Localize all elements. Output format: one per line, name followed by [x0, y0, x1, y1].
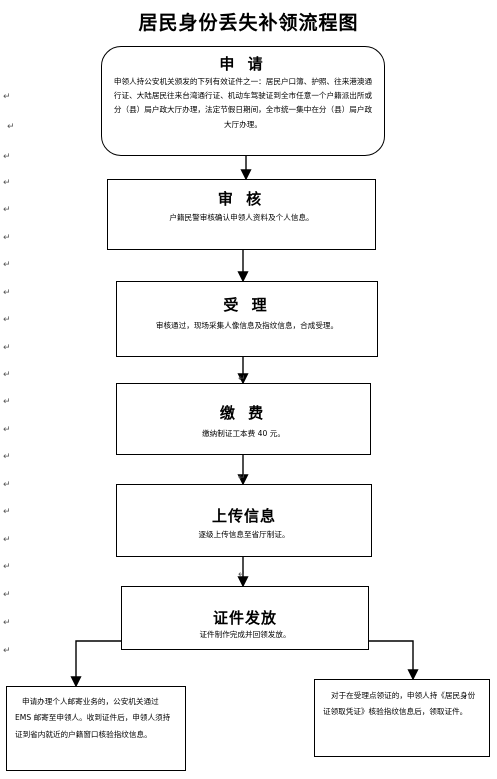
paragraph-mark: ↵ — [238, 473, 246, 483]
step-fee-heading: 缴 费 — [219, 404, 268, 422]
step-apply-heading: 申 请 — [219, 55, 267, 73]
arrow-issue-to-pickup — [369, 640, 419, 681]
step-issue-text: 证件制作完成并回领发放。 — [199, 630, 291, 639]
outcome-mail-box: 申请办理个人邮寄业务的，公安机关通过 EMS 邮寄至申领人。收到证件后，申领人须… — [6, 686, 186, 771]
step-accept-text: 审核通过，现场采集人像信息及指纹信息，合成受理。 — [155, 321, 339, 330]
step-review-box: 审 核 户籍民警审核确认申领人资料及个人信息。 — [107, 179, 376, 250]
step-issue-heading: 证件发放 — [212, 609, 277, 627]
paragraph-mark: ↵ — [3, 152, 11, 162]
paragraph-mark: ↵ — [3, 590, 11, 600]
paragraph-mark: ↵ — [3, 397, 11, 407]
paragraph-mark: ↵ — [3, 205, 11, 215]
paragraph-mark: ↵ — [238, 570, 246, 580]
paragraph-mark: ↵ — [3, 425, 11, 435]
step-upload-heading: 上传信息 — [211, 507, 276, 525]
arrow-issue-to-mail — [70, 640, 121, 688]
paragraph-mark: ↵ — [3, 343, 11, 353]
paragraph-mark: ↵ — [3, 452, 11, 462]
step-accept-box: 受 理 审核通过，现场采集人像信息及指纹信息，合成受理。 — [116, 281, 378, 357]
paragraph-mark: ↵ — [3, 646, 11, 656]
paragraph-mark: ↵ — [3, 260, 11, 270]
paragraph-mark: ↵ — [7, 122, 15, 132]
paragraph-mark: ↵ — [3, 618, 11, 628]
step-upload-text: 逐级上传信息至省厅制证。 — [198, 530, 290, 539]
outcome-pickup-box: 对于在受理点领证的，申领人持《居民身份证领取凭证》核验指纹信息后，领取证件。 — [314, 679, 490, 757]
paragraph-mark: ↵ — [238, 374, 246, 384]
paragraph-mark: ↵ — [3, 535, 11, 545]
page-title: 居民身份丢失补领流程图 — [138, 12, 359, 34]
outcome-mail-text: 申请办理个人邮寄业务的，公安机关通过 EMS 邮寄至申领人。收到证件后，申领人须… — [15, 697, 171, 739]
paragraph-mark: ↵ — [3, 315, 11, 325]
step-review-text: 户籍民警审核确认申领人资料及个人信息。 — [169, 213, 314, 222]
step-upload-box: 上传信息 逐级上传信息至省厅制证。 — [116, 484, 372, 557]
step-review-heading: 审 核 — [217, 190, 266, 208]
paragraph-mark: ↵ — [3, 92, 11, 102]
outcome-pickup-text: 对于在受理点领证的，申领人持《居民身份证领取凭证》核验指纹信息后，领取证件。 — [323, 691, 476, 717]
paragraph-mark: ↵ — [3, 178, 11, 188]
step-apply-box: 申 请 申领人持公安机关颁发的下列有效证件之一：居民户口簿、护照、往来港澳通行证… — [101, 46, 385, 156]
paragraph-mark: ↵ — [3, 288, 11, 298]
paragraph-mark: ↵ — [3, 562, 11, 572]
step-fee-text: 缴纳制证工本费 40 元。 — [202, 429, 285, 438]
paragraph-mark: ↵ — [3, 507, 11, 517]
paragraph-mark: ↵ — [3, 480, 11, 490]
paragraph-mark: ↵ — [3, 233, 11, 243]
step-fee-box: 缴 费 缴纳制证工本费 40 元。 — [116, 383, 371, 455]
step-apply-text: 申领人持公安机关颁发的下列有效证件之一：居民户口簿、护照、往来港澳通行证、大陆居… — [113, 77, 373, 129]
step-issue-box: 证件发放 证件制作完成并回领发放。 — [121, 586, 369, 650]
paragraph-mark: ↵ — [3, 370, 11, 380]
step-accept-heading: 受 理 — [223, 296, 271, 314]
